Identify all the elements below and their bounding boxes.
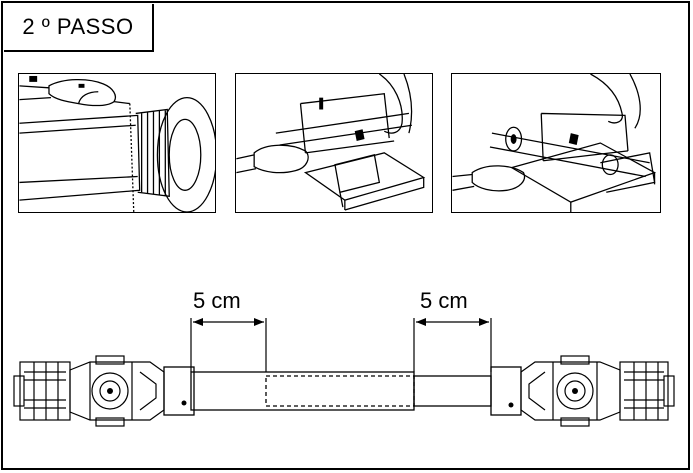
universal-joint-left	[13, 355, 165, 427]
sawing-tube-vise-illustration	[235, 73, 433, 213]
inner-tube-collar-right	[490, 366, 522, 416]
outer-tube-collar-left	[163, 366, 195, 416]
dimension-label-left: 5 cm	[193, 288, 241, 313]
tube-pin-left	[181, 400, 187, 406]
dim-left-arrow-start	[193, 318, 203, 326]
tube-pin-right	[508, 402, 514, 408]
sawing-shaft-vise-drawing	[452, 74, 657, 212]
dim-right-arrow-start	[416, 318, 426, 326]
dim-left-arrow-end	[254, 318, 264, 326]
measuring-tube-illustration	[18, 73, 216, 213]
step-title-box: 2 º PASSO	[4, 4, 154, 52]
dimension-label-right: 5 cm	[420, 288, 468, 313]
sawing-tube-vise-drawing	[236, 74, 426, 211]
step-title: 2 º PASSO	[22, 14, 134, 39]
sawing-shaft-vise-illustration	[451, 73, 661, 213]
universal-joint-right	[520, 355, 675, 427]
inner-tube	[413, 375, 492, 407]
measuring-tube-drawing	[19, 75, 215, 212]
cardan-shaft-diagram	[13, 318, 675, 427]
dim-right-arrow-end	[479, 318, 489, 326]
inner-tube-overlap	[265, 375, 415, 407]
outer-tube	[190, 371, 415, 411]
